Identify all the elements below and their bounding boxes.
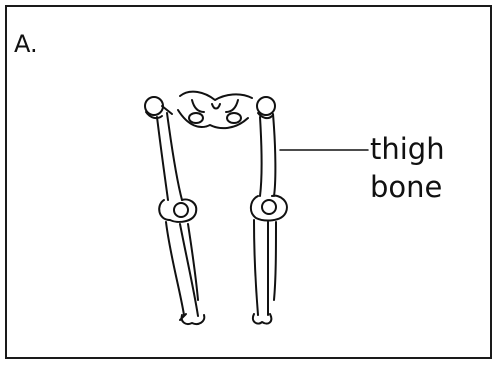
thigh-bone-callout: thigh bone <box>370 130 445 206</box>
left-lower-leg <box>166 222 204 324</box>
callout-line-2: bone <box>370 168 445 206</box>
right-lower-leg <box>253 220 276 324</box>
pelvis <box>178 92 252 129</box>
right-femur <box>251 97 287 220</box>
callout-line-1: thigh <box>370 130 445 168</box>
